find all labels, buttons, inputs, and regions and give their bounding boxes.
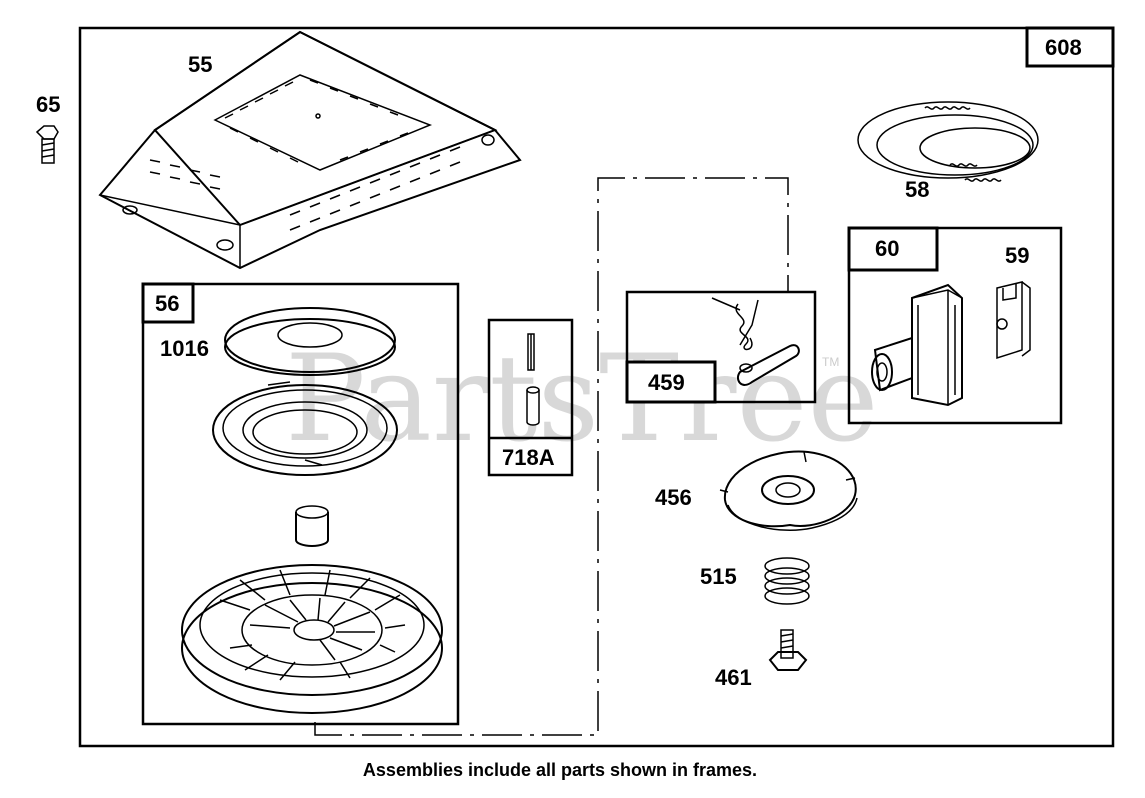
handle-kit-label-box bbox=[847, 226, 939, 272]
pin-part[interactable] bbox=[295, 505, 329, 547]
part-label-55[interactable]: 55 bbox=[188, 52, 212, 77]
screw-part[interactable] bbox=[768, 629, 808, 671]
pawl-kit-frame bbox=[625, 290, 817, 404]
part-label-515[interactable]: 515 bbox=[700, 564, 737, 589]
part-label-456[interactable]: 456 bbox=[655, 485, 692, 510]
frame-label-60: 60 bbox=[875, 236, 899, 261]
main-frame bbox=[78, 26, 1115, 748]
retainer-part[interactable] bbox=[719, 450, 858, 531]
footer-caption: Assemblies include all parts shown in fr… bbox=[362, 760, 758, 780]
part-label-65[interactable]: 65 bbox=[36, 92, 60, 117]
watermark-text: PartsTree bbox=[285, 330, 879, 469]
starter-handle-part[interactable] bbox=[871, 283, 963, 407]
frame-label-608: 608 bbox=[1045, 35, 1082, 60]
watermark-tm: TM bbox=[822, 355, 839, 369]
blower-screen-part[interactable] bbox=[98, 30, 522, 270]
part-label-1016[interactable]: 1016 bbox=[160, 336, 209, 361]
frame-label-459: 459 bbox=[648, 370, 685, 395]
part-label-59[interactable]: 59 bbox=[1005, 243, 1029, 268]
pawl-spring-part[interactable] bbox=[711, 297, 759, 351]
pin-kit-frame bbox=[487, 318, 574, 477]
frame-label-718A: 718A bbox=[502, 445, 555, 470]
starter-frame bbox=[141, 282, 460, 726]
starter-frame-label-box bbox=[141, 282, 195, 324]
recoil-spring-part[interactable] bbox=[212, 381, 398, 476]
bolt-part[interactable] bbox=[35, 125, 59, 164]
dowel-pin-part[interactable] bbox=[526, 386, 540, 426]
part-label-461[interactable]: 461 bbox=[715, 665, 752, 690]
pulley-part[interactable] bbox=[181, 564, 443, 714]
handle-kit-frame bbox=[847, 226, 1063, 425]
pawl-kit-label-box bbox=[625, 360, 717, 404]
starter-rope-part[interactable] bbox=[857, 101, 1039, 182]
pawl-part[interactable] bbox=[736, 344, 800, 386]
roll-pin-part[interactable] bbox=[527, 333, 535, 371]
compression-spring-part[interactable] bbox=[764, 557, 810, 605]
frame-label-56: 56 bbox=[155, 291, 179, 316]
assembly-leader-line bbox=[314, 177, 789, 736]
main-frame-label-box bbox=[1025, 26, 1115, 68]
part-label-58[interactable]: 58 bbox=[905, 177, 929, 202]
washer-part[interactable] bbox=[224, 307, 396, 376]
handle-insert-part[interactable] bbox=[996, 281, 1031, 360]
